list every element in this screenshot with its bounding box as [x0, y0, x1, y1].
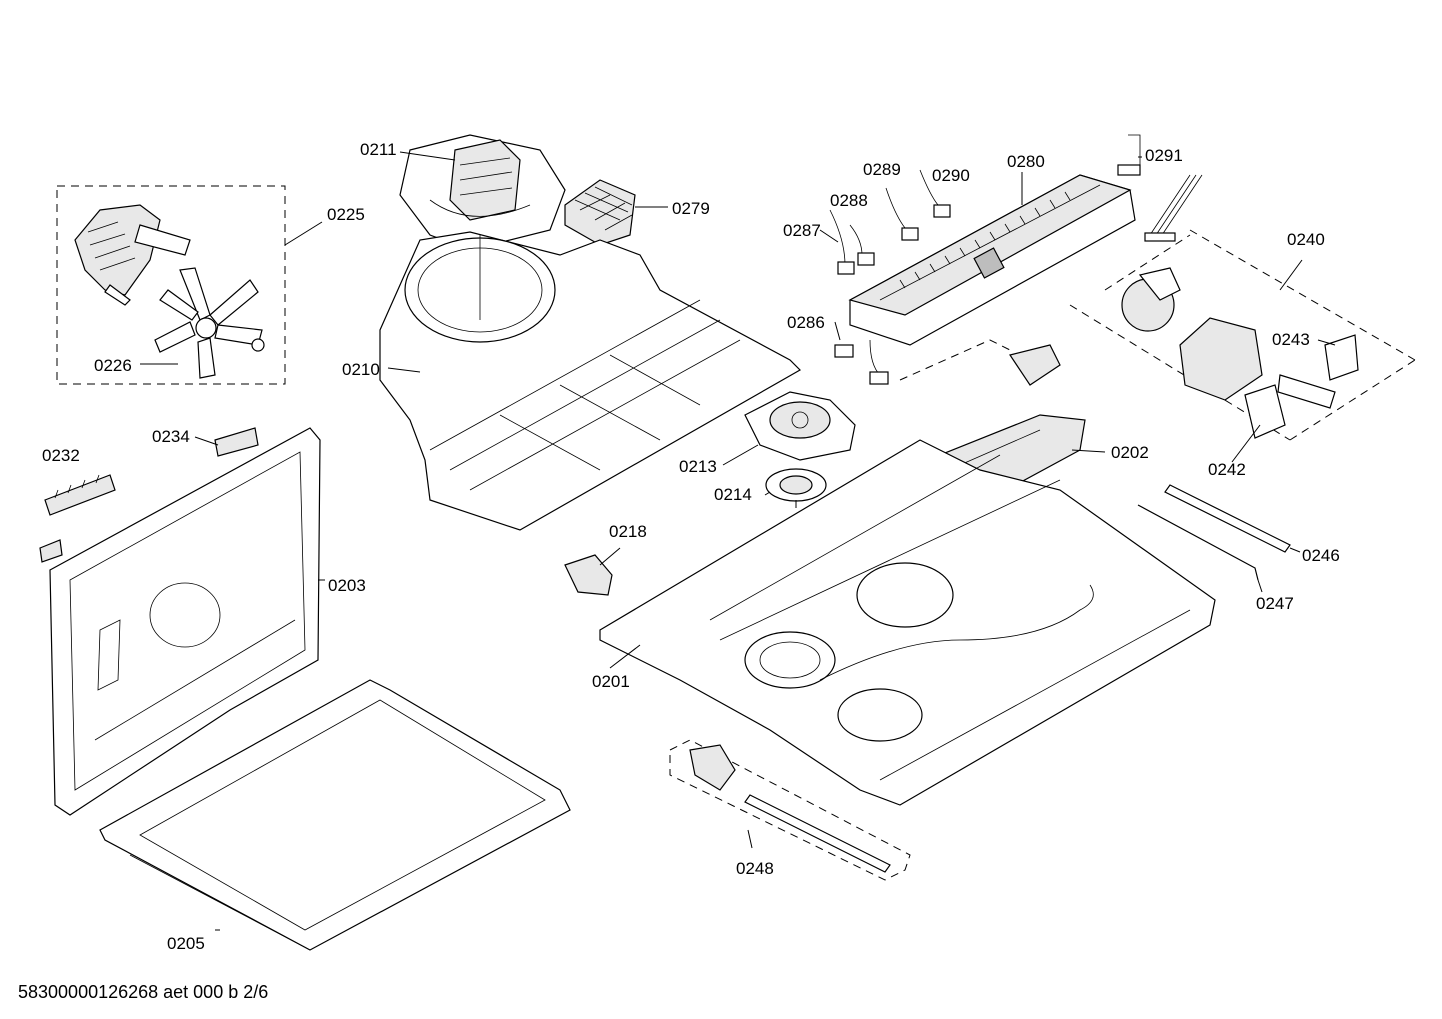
control-module [819, 134, 1203, 386]
label-0214: 0214 [714, 485, 752, 504]
label-0289: 0289 [863, 160, 901, 179]
label-0240: 0240 [1287, 230, 1325, 249]
label-0243: 0243 [1272, 330, 1310, 349]
label-0291: 0291 [1145, 146, 1183, 165]
label-0234: 0234 [152, 427, 190, 446]
label-0205: 0205 [167, 934, 205, 953]
label-0225: 0225 [327, 205, 365, 224]
base-plate [599, 439, 1216, 806]
label-0218: 0218 [609, 522, 647, 541]
drawing-code: 58300000126268 aet 000 b 2/6 [18, 982, 268, 1002]
label-0202: 0202 [1111, 443, 1149, 462]
blower-assembly [722, 391, 856, 645]
fan-housing [379, 231, 801, 531]
label-0226: 0226 [94, 356, 132, 375]
rods [1137, 484, 1301, 593]
bracket [564, 547, 621, 596]
side-panel [49, 427, 325, 816]
label-0201: 0201 [592, 672, 630, 691]
label-0203: 0203 [328, 576, 366, 595]
label-0286: 0286 [787, 313, 825, 332]
cooling-fan-assembly [399, 134, 566, 251]
sensor-group [669, 739, 911, 881]
label-0287: 0287 [783, 221, 821, 240]
label-0246: 0246 [1302, 546, 1340, 565]
small-parts-left [39, 427, 259, 563]
motor-switch-group [1069, 229, 1416, 463]
label-0242: 0242 [1208, 460, 1246, 479]
label-0211: 0211 [360, 140, 397, 159]
label-0247: 0247 [1256, 594, 1294, 613]
label-0290: 0290 [932, 166, 970, 185]
label-0210: 0210 [342, 360, 380, 379]
label-0213: 0213 [679, 457, 717, 476]
label-0248: 0248 [736, 859, 774, 878]
tray [99, 679, 571, 951]
label-0280: 0280 [1007, 152, 1045, 171]
fan-motor-assembly [56, 185, 323, 385]
filter-block [564, 179, 668, 246]
label-0232: 0232 [42, 446, 80, 465]
label-0279: 0279 [672, 199, 710, 218]
label-0288: 0288 [830, 191, 868, 210]
